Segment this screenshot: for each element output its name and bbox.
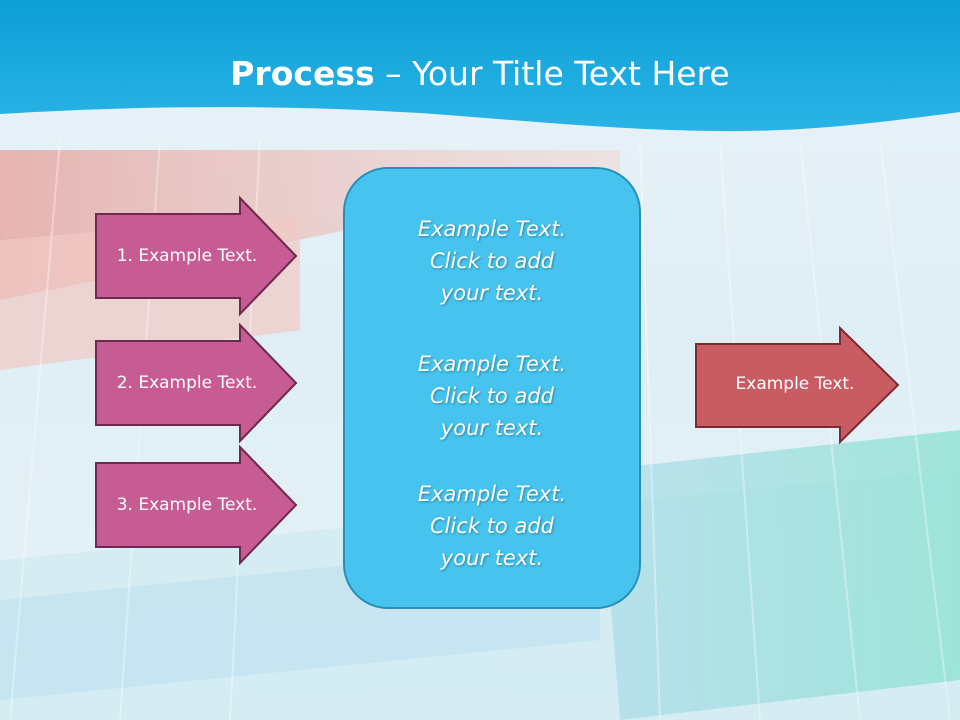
slide-title: Process – Your Title Text Here [0, 52, 960, 96]
center-box[interactable] [343, 167, 641, 609]
block-2-line-3: your text. [440, 416, 544, 440]
title-bold: Process [230, 54, 375, 93]
right-arrow-label: Example Text. [735, 374, 855, 394]
left-arrow-2-label: 2. Example Text. [116, 373, 258, 393]
center-box-block-3: Example Text. Click to add your text. [344, 478, 640, 574]
left-arrow-1-label: 1. Example Text. [116, 246, 258, 266]
right-arrow[interactable] [695, 325, 900, 445]
left-arrow-3-label: 3. Example Text. [116, 495, 258, 515]
block-2-line-2: Click to add [429, 384, 554, 408]
left-arrow-2[interactable] [95, 322, 298, 444]
center-box-block-1: Example Text. Click to add your text. [344, 213, 640, 309]
block-1-line-3: your text. [440, 281, 544, 305]
title-rest: – Your Title Text Here [374, 54, 730, 93]
block-3-line-3: your text. [440, 546, 544, 570]
block-2-line-1: Example Text. [417, 352, 567, 376]
left-arrow-1[interactable] [95, 195, 298, 317]
block-3-line-1: Example Text. [417, 482, 567, 506]
block-3-line-2: Click to add [429, 514, 554, 538]
block-1-line-2: Click to add [429, 249, 554, 273]
center-box-block-2: Example Text. Click to add your text. [344, 348, 640, 444]
left-arrow-3[interactable] [95, 444, 298, 566]
block-1-line-1: Example Text. [417, 217, 567, 241]
